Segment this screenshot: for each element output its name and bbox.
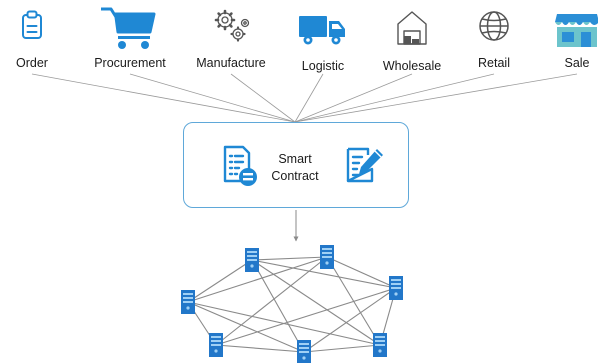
server-icon	[320, 245, 334, 269]
stage-connectors	[31, 73, 578, 123]
network-edge	[187, 259, 253, 303]
network-edge	[215, 344, 305, 353]
stage-label-manufacture: Manufacture	[196, 56, 266, 70]
network-edge	[251, 256, 328, 261]
stage-label-procurement: Procurement	[94, 56, 166, 70]
gears-icon	[214, 9, 250, 42]
server-icon	[297, 340, 311, 363]
smart-contract-label: Smart Contract	[260, 151, 330, 185]
server-icon	[389, 276, 403, 300]
network-edge	[215, 287, 397, 346]
network-nodes	[181, 245, 403, 363]
server-icon	[245, 248, 259, 272]
stage-label-sale: Sale	[564, 56, 590, 70]
stage-label-order: Order	[16, 56, 48, 70]
connector-logistic	[294, 73, 324, 123]
network-edge	[326, 256, 397, 289]
smart-contract-box: Smart Contract	[183, 122, 409, 208]
network-edge	[187, 301, 305, 353]
network-edge	[303, 287, 397, 353]
storefront-icon	[555, 14, 598, 47]
contract-document-icon	[223, 145, 257, 186]
stage-label-logistic: Logistic	[301, 59, 345, 73]
network-edges	[187, 256, 397, 353]
stage-label-wholesale: Wholesale	[382, 59, 442, 73]
server-icon	[181, 290, 195, 314]
shopping-cart-icon	[101, 7, 156, 49]
stage-label-retail: Retail	[478, 56, 510, 70]
clipboard-icon	[22, 10, 42, 39]
network-edge	[215, 256, 328, 346]
network-edge	[187, 256, 328, 303]
smart-contract-line1: Smart	[278, 152, 312, 166]
warehouse-icon	[397, 11, 427, 45]
server-icon	[209, 333, 223, 357]
connector-order	[31, 73, 296, 123]
connector-manufacture	[230, 73, 296, 123]
connector-procurement	[129, 73, 296, 123]
connector-wholesale	[294, 73, 413, 123]
globe-icon	[479, 11, 509, 41]
network-edge	[303, 344, 381, 353]
server-icon	[373, 333, 387, 357]
signing-document-icon	[346, 147, 383, 183]
network-edge	[251, 259, 397, 289]
connector-sale	[294, 73, 578, 123]
smart-contract-line2: Contract	[271, 169, 319, 183]
delivery-truck-icon	[299, 16, 345, 45]
network-edge	[251, 259, 305, 353]
connector-retail	[294, 73, 495, 123]
